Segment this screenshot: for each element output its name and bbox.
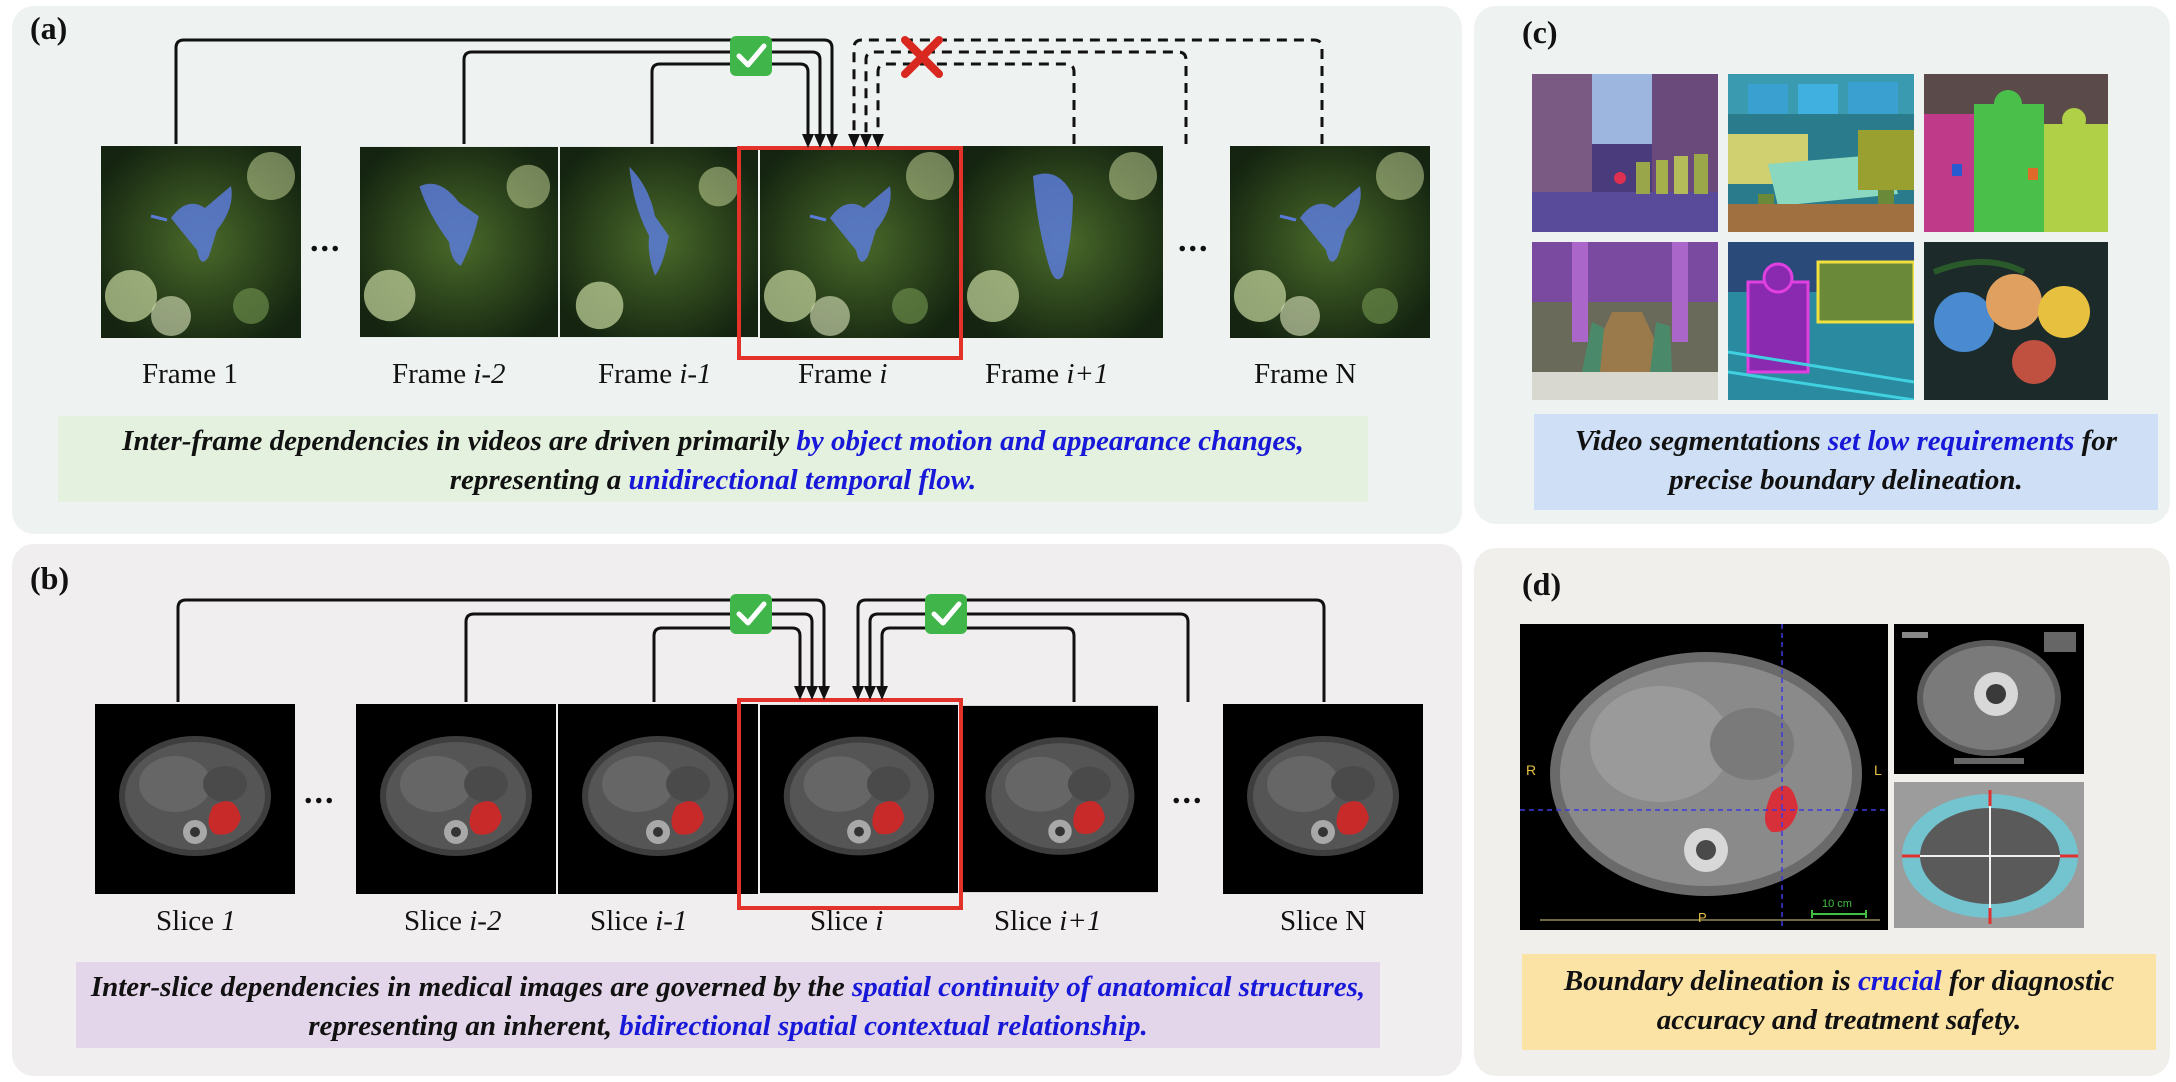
ct-slice-i-2	[356, 704, 556, 894]
slice-label-i+1: Slice i+1	[994, 905, 1102, 937]
ellipsis: ...	[310, 222, 342, 259]
panel-a-label: (a)	[30, 10, 68, 46]
ct-scan-main: R L P 10 cm	[1520, 624, 1888, 930]
caption-a: Inter-frame dependencies in videos are d…	[58, 416, 1368, 502]
ct-scan-detail	[1894, 624, 2084, 774]
seg-example-people	[1924, 74, 2108, 232]
panel-c-label: (c)	[1522, 14, 1558, 50]
seg-example-road-runners	[1532, 242, 1718, 400]
frame-label-1: Frame 1	[142, 358, 238, 390]
check-icon	[730, 594, 772, 634]
seg-example-fruits	[1924, 242, 2108, 400]
ct-scale-bar: 10 cm	[1822, 898, 1852, 910]
check-icon	[730, 36, 772, 76]
frame-label-i-2: Frame i-2	[392, 358, 506, 390]
ct-slice-n	[1222, 704, 1424, 894]
ct-slice-i-1	[558, 704, 758, 894]
caption-c: Video segmentations set low requirements…	[1534, 414, 2158, 510]
ct-marker-p: P	[1698, 910, 1707, 925]
ct-marker-l: L	[1874, 762, 1882, 778]
cross-icon	[901, 36, 943, 78]
frame-label-i-1: Frame i-1	[598, 358, 712, 390]
frame-label-i+1: Frame i+1	[985, 358, 1109, 390]
ellipsis: ...	[1178, 222, 1210, 259]
ellipsis: ...	[304, 774, 336, 811]
dependency-arrows	[174, 36, 1326, 702]
ellipsis: ...	[1172, 774, 1204, 811]
seg-boundary-example	[1894, 782, 2084, 928]
slice-label-1: Slice 1	[156, 905, 236, 937]
caption-d: Boundary delineation is crucial for diag…	[1522, 954, 2156, 1050]
frame-label-i: Frame i	[798, 358, 888, 390]
ct-slice-1	[94, 704, 296, 894]
frame-label-n: Frame N	[1254, 358, 1357, 390]
current-slice-highlight	[737, 698, 963, 910]
slice-label-n: Slice N	[1280, 905, 1367, 937]
seg-example-kitchen	[1728, 74, 1914, 232]
slice-label-i: Slice i	[810, 905, 884, 937]
caption-b: Inter-slice dependencies in medical imag…	[76, 962, 1380, 1048]
seg-example-cyclist	[1728, 242, 1914, 400]
panel-b-label: (b)	[30, 560, 70, 596]
slice-label-i-2: Slice i-2	[404, 905, 502, 937]
check-icon	[925, 594, 967, 634]
ct-slice-i+1	[962, 704, 1158, 894]
current-frame-highlight	[737, 146, 963, 360]
panel-d-label: (d)	[1522, 566, 1562, 602]
ct-marker-r: R	[1526, 762, 1537, 778]
seg-example-street	[1532, 74, 1718, 232]
slice-label-i-1: Slice i-1	[590, 905, 688, 937]
